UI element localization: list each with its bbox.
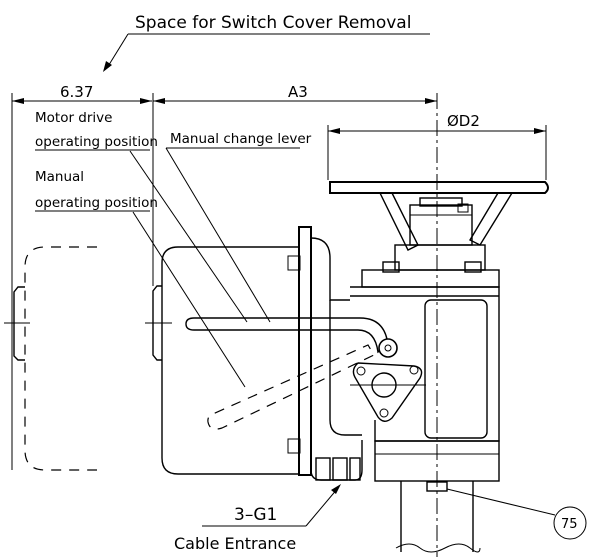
handwheel-small-nut — [457, 203, 469, 213]
space-note-arrowhead — [103, 61, 112, 72]
gear-housing-top — [394, 244, 486, 271]
flange-boss-bottom — [287, 438, 301, 454]
space-note-label: Space for Switch Cover Removal — [135, 13, 411, 33]
flange-bolt-2 — [409, 365, 419, 375]
motor-drive-leader — [129, 150, 248, 323]
base-nut — [426, 481, 448, 492]
lever-pivot-inner — [384, 344, 392, 352]
manual-label-line2: operating position — [35, 195, 158, 211]
lever-manual-position — [207, 344, 375, 430]
switch-cover-body — [161, 246, 300, 475]
flange-boss-top — [287, 255, 301, 271]
cable-gland-3 — [349, 457, 361, 481]
manual-leader — [132, 211, 246, 388]
manual-change-lever-label: Manual change lever — [170, 131, 312, 147]
dim-a3-label: A3 — [288, 83, 308, 101]
dim-d2-label: ØD2 — [447, 112, 480, 130]
dim-637-arrow-left — [12, 98, 24, 104]
dim-d2-arrow-left — [328, 128, 340, 134]
balloon-75-label: 75 — [561, 517, 578, 532]
dim-637-arrow-right — [140, 98, 152, 104]
gearbox-lower-lobe — [310, 420, 363, 481]
dim-a3-arrow-left — [153, 98, 165, 104]
mounting-nut-right — [464, 261, 482, 273]
handwheel-rim — [329, 181, 549, 194]
removed-cover-outline — [24, 246, 97, 471]
gearbox-side-panel — [424, 299, 488, 439]
flange-neck-top — [310, 237, 350, 301]
flange-bolt-1 — [356, 366, 366, 376]
flange-plate — [298, 226, 312, 476]
mounting-nut-left — [382, 261, 400, 273]
gearbox-inner-curve — [329, 300, 362, 436]
stem-break-line — [395, 543, 481, 553]
dim-a3-arrow-right — [425, 98, 437, 104]
handwheel-spoke-right — [469, 192, 514, 246]
lever-pivot — [378, 338, 398, 358]
cable-note-arrowhead — [331, 484, 341, 494]
gear-cylinder — [409, 204, 473, 246]
manual-label-line1: Manual — [35, 169, 84, 185]
removed-cover-knob — [13, 286, 25, 361]
cable-note-leader — [305, 487, 339, 527]
dim-637-label: 6.37 — [60, 83, 93, 101]
lower-body — [374, 440, 500, 482]
cable-gland-1 — [315, 457, 331, 481]
cable-entrance-label: Cable Entrance — [174, 534, 296, 553]
motor-drive-label-line2: operating position — [35, 134, 158, 150]
balloon-leader — [446, 488, 556, 516]
balloon-75 — [553, 506, 587, 540]
handwheel-spoke-left — [378, 192, 419, 251]
space-note-leader — [106, 33, 129, 69]
cable-entrance-flange — [352, 362, 423, 422]
manual-change-lever-leader — [165, 147, 271, 323]
lever-motor-drive-position — [185, 317, 389, 354]
motor-drive-label-line1: Motor drive — [35, 110, 112, 126]
dim-d2-arrow-right — [534, 128, 546, 134]
handwheel-spoke-hub — [419, 197, 463, 207]
cable-count-label: 3–G1 — [234, 505, 277, 525]
flange-bolt-3 — [379, 408, 389, 418]
cable-gland-2 — [332, 457, 348, 481]
